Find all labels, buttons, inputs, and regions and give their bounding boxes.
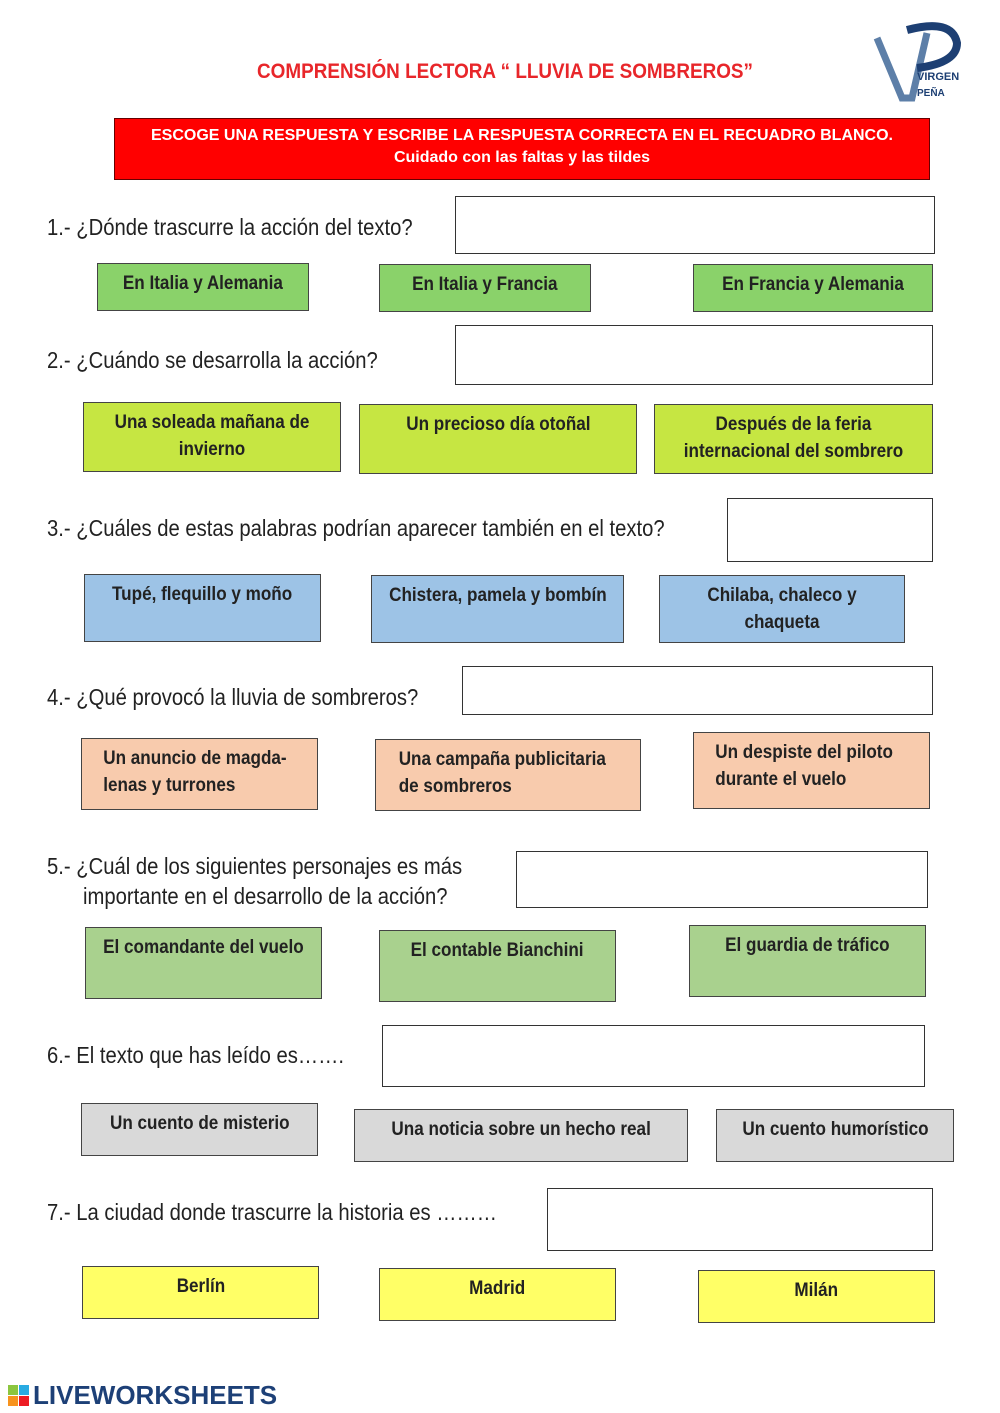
option-4a[interactable]: Un anuncio de magda- lenas y turrones xyxy=(81,738,318,810)
option-7b[interactable]: Madrid xyxy=(379,1268,616,1321)
svg-text:VIRGEN: VIRGEN xyxy=(917,71,959,83)
answer-box-4[interactable] xyxy=(462,666,933,715)
answer-box-3[interactable] xyxy=(727,498,933,562)
instructions-line-1: ESCOGE UNA RESPUESTA Y ESCRIBE LA RESPUE… xyxy=(150,127,893,144)
option-7c[interactable]: Milán xyxy=(698,1270,935,1323)
question-2: 2.- ¿Cuándo se desarrolla la acción? xyxy=(47,347,378,373)
live-logo-icon xyxy=(8,1385,29,1406)
option-5b[interactable]: El contable Bianchini xyxy=(379,930,616,1002)
option-6c[interactable]: Un cuento humorístico xyxy=(716,1109,954,1162)
option-4c[interactable]: Un despiste del piloto durante el vuelo xyxy=(693,732,930,809)
question-7: 7.- La ciudad donde trascurre la histori… xyxy=(47,1199,497,1225)
option-5c[interactable]: El guardia de tráfico xyxy=(689,925,926,997)
svg-text:PEÑA: PEÑA xyxy=(917,86,945,99)
option-1b[interactable]: En Italia y Francia xyxy=(379,264,591,312)
option-7a[interactable]: Berlín xyxy=(82,1266,319,1319)
answer-box-2[interactable] xyxy=(455,325,933,385)
instructions-line-2: Cuidado con las faltas y las tildes xyxy=(393,149,651,166)
question-1: 1.- ¿Dónde trascurre la acción del texto… xyxy=(47,214,413,240)
option-2a[interactable]: Una soleada mañana de invierno xyxy=(83,402,341,472)
answer-box-5[interactable] xyxy=(516,851,928,908)
option-3b[interactable]: Chistera, pamela y bombín xyxy=(371,575,624,643)
answer-box-7[interactable] xyxy=(547,1188,933,1251)
question-5-line-2: importante en el desarrollo de la acción… xyxy=(83,883,448,909)
option-2c[interactable]: Después de la feria internacional del so… xyxy=(654,404,933,474)
option-3a[interactable]: Tupé, flequillo y moño xyxy=(84,574,321,642)
option-5a[interactable]: El comandante del vuelo xyxy=(85,927,322,999)
option-1a[interactable]: En Italia y Alemania xyxy=(97,263,309,311)
school-logo: VIRGEN PEÑA xyxy=(873,22,962,102)
option-6b[interactable]: Una noticia sobre un hecho real xyxy=(354,1109,688,1162)
option-6a[interactable]: Un cuento de misterio xyxy=(81,1103,318,1156)
option-4b[interactable]: Una campaña publicitaria de sombreros xyxy=(375,739,641,811)
answer-box-1[interactable] xyxy=(455,196,935,254)
option-1c[interactable]: En Francia y Alemania xyxy=(693,264,933,312)
option-3c[interactable]: Chilaba, chaleco y chaqueta xyxy=(659,575,905,643)
question-6: 6.- El texto que has leído es……. xyxy=(47,1042,345,1068)
question-4: 4.- ¿Qué provocó la lluvia de sombreros? xyxy=(47,684,419,710)
liveworksheets-brand: LIVEWORKSHEETS xyxy=(8,1380,277,1411)
answer-box-6[interactable] xyxy=(382,1025,925,1087)
page-title: COMPRENSIÓN LECTORA “ LLUVIA DE SOMBRERO… xyxy=(257,60,753,83)
option-2b[interactable]: Un precioso día otoñal xyxy=(359,404,637,474)
instructions-banner: ESCOGE UNA RESPUESTA Y ESCRIBE LA RESPUE… xyxy=(114,118,930,180)
brand-name: LIVEWORKSHEETS xyxy=(33,1380,278,1410)
question-5: 5.- ¿Cuál de los siguientes personajes e… xyxy=(47,853,463,879)
question-3: 3.- ¿Cuáles de estas palabras podrían ap… xyxy=(47,515,665,541)
